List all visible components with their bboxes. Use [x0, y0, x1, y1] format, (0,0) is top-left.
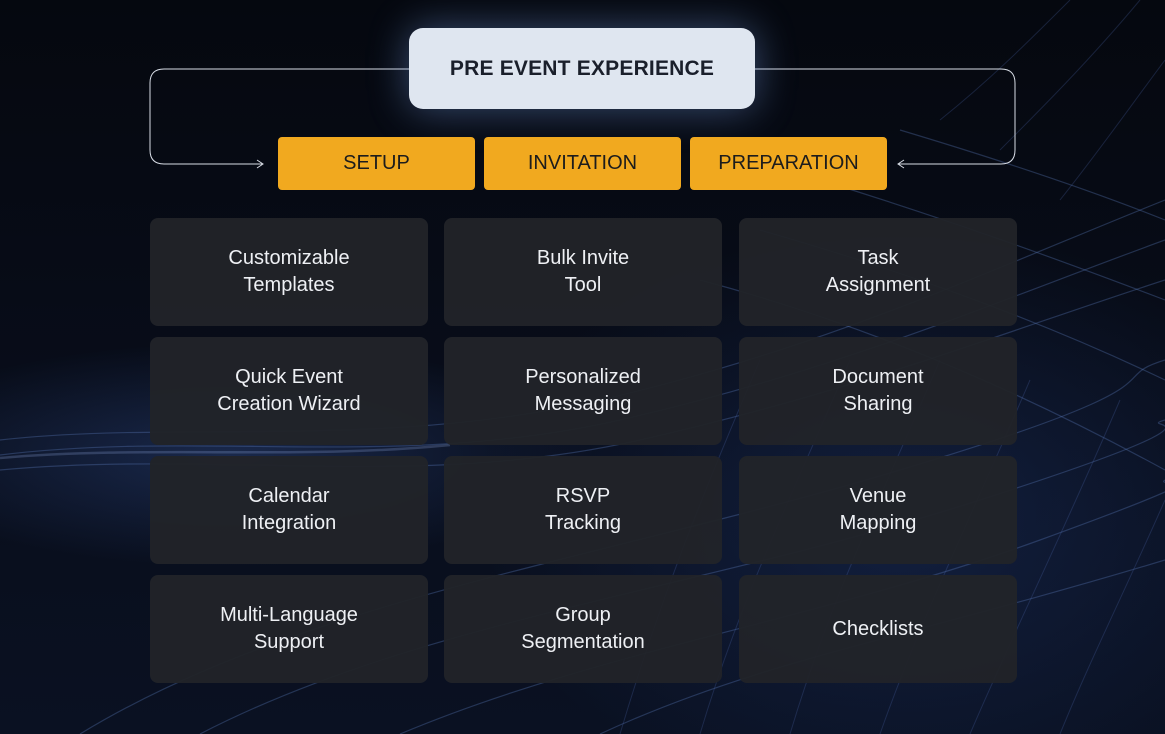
tab-setup[interactable]: SETUP	[278, 137, 475, 190]
card-rsvp-tracking: RSVP Tracking	[444, 456, 722, 564]
card-label: Document Sharing	[832, 366, 924, 415]
card-document-sharing: Document Sharing	[739, 337, 1017, 445]
card-label: Calendar Integration	[241, 485, 337, 534]
card-group-segmentation: Group Segmentation	[444, 575, 722, 683]
card-label: Venue Mapping	[839, 485, 917, 534]
card-label: Group Segmentation	[521, 604, 645, 653]
card-calendar-integration: Calendar Integration	[150, 456, 428, 564]
card-label: Bulk Invite Tool	[536, 247, 630, 296]
card-venue-mapping: Venue Mapping	[739, 456, 1017, 564]
card-multi-language-support: Multi-Language Support	[150, 575, 428, 683]
card-label: Multi-Language Support	[220, 604, 358, 653]
card-label: Checklists	[832, 617, 924, 640]
card-label: Task Assignment	[825, 247, 931, 296]
card-task-assignment: Task Assignment	[739, 218, 1017, 326]
tab-invitation[interactable]: INVITATION	[484, 137, 681, 190]
tab-preparation[interactable]: PREPARATION	[690, 137, 887, 190]
page-title: PRE EVENT EXPERIENCE	[449, 56, 715, 80]
header-box: PRE EVENT EXPERIENCE	[409, 28, 755, 109]
card-label: Quick Event Creation Wizard	[217, 366, 361, 415]
card-checklists: Checklists	[739, 575, 1017, 683]
card-customizable-templates: Customizable Templates	[150, 218, 428, 326]
card-label: Personalized Messaging	[525, 366, 641, 415]
card-label: RSVP Tracking	[545, 485, 621, 534]
card-bulk-invite-tool: Bulk Invite Tool	[444, 218, 722, 326]
card-label: Customizable Templates	[228, 247, 350, 296]
card-quick-event-creation-wizard: Quick Event Creation Wizard	[150, 337, 428, 445]
card-personalized-messaging: Personalized Messaging	[444, 337, 722, 445]
